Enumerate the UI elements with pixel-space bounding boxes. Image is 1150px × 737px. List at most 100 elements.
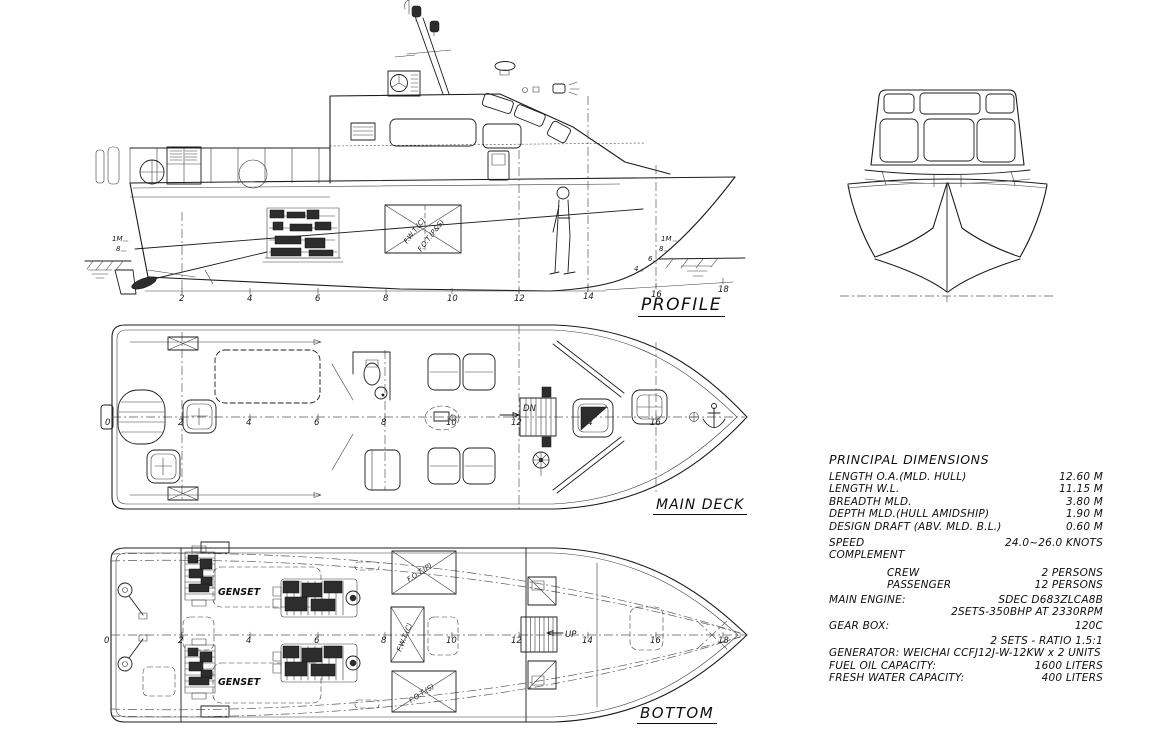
genset-stbd <box>184 638 216 700</box>
spec-row-main-engine: MAIN ENGINE:SDEC D683ZLCA8B <box>829 593 1103 606</box>
svg-text:2: 2 <box>179 294 184 304</box>
svg-text:6: 6 <box>648 255 653 263</box>
bottom-view-drawing: 0 2 4 6 8 10 12 14 16 18 <box>104 541 748 723</box>
waterline <box>84 257 746 279</box>
cabin-seats <box>427 353 496 485</box>
up-label: UP <box>565 630 577 640</box>
main-deck-drawing: 0 2 4 6 8 10 12 14 16 <box>100 324 748 510</box>
profile-station-scale: 2 4 6 8 10 12 14 16 18 <box>144 277 729 304</box>
svg-text:8: 8 <box>659 245 664 253</box>
svg-text:12: 12 <box>511 418 522 428</box>
svg-text:1M: 1M <box>661 235 672 243</box>
berth-stbd <box>527 660 557 690</box>
stern-seat <box>117 389 166 445</box>
svg-text:4: 4 <box>246 636 251 646</box>
bottom-chine-lines <box>110 552 744 718</box>
svg-text:8: 8 <box>116 245 121 253</box>
svg-text:14: 14 <box>583 292 594 302</box>
main-engine-stbd-plan <box>272 643 361 683</box>
bow-cross-mark <box>696 620 728 650</box>
svg-text:10: 10 <box>446 636 457 646</box>
wheelhouse <box>329 92 671 184</box>
engine-casing-outline <box>214 349 321 404</box>
companionway-hatch <box>572 398 614 438</box>
svg-text:6: 6 <box>314 636 320 646</box>
life-ring <box>139 159 268 189</box>
deck-hatches-aft <box>129 336 322 501</box>
spec-row-draft: DESIGN DRAFT (ABV. MLD. B.L.)0.60 M <box>829 520 1103 533</box>
profile-frame-lines <box>181 96 734 293</box>
profile-tank: F.W.T.(C) F.O.T.(P&S) <box>384 204 462 254</box>
foredeck-hatch <box>631 389 668 425</box>
svg-text:2: 2 <box>178 636 183 646</box>
spec-row-gear-ratio: 2 SETS - RATIO 1.5:1 <box>990 634 1103 647</box>
searchlight-horn <box>522 81 580 96</box>
tank-port-label: F.O.T.(P) <box>406 561 434 583</box>
svg-text:6: 6 <box>314 418 320 428</box>
roof-fan-vent <box>387 70 421 97</box>
svg-text:0: 0 <box>105 418 110 428</box>
tank-port: F.O.T.(P) <box>391 550 457 595</box>
specs-title: PRINCIPAL DIMENSIONS <box>829 452 990 467</box>
stairs-up: UP <box>520 616 577 653</box>
deck-centerline: 0 2 4 6 8 10 12 14 16 <box>105 325 745 509</box>
profile-view-drawing: F.W.T.(C) F.O.T.(P&S) 2 4 6 8 10 12 14 <box>84 0 746 304</box>
svg-text:10: 10 <box>446 418 457 428</box>
ship-wheel <box>532 451 550 477</box>
svg-text:10: 10 <box>447 294 458 304</box>
tank-center-label: F.W.T.(C) <box>395 622 414 653</box>
profile-view-label: PROFILE <box>638 295 725 317</box>
svg-text:16: 16 <box>650 418 661 428</box>
svg-text:8: 8 <box>381 636 387 646</box>
spec-row-fuel-oil: FUEL OIL CAPACITY:1600 LITERS <box>829 659 1103 672</box>
genset-port <box>184 545 216 607</box>
genset-label-port: GENSET <box>218 587 262 598</box>
svg-text:4: 4 <box>247 294 252 304</box>
principal-dimensions-table: PRINCIPAL DIMENSIONS LENGTH O.A.(MLD. HU… <box>829 452 1103 685</box>
bottom-view-label: BOTTOM <box>637 704 718 724</box>
bottom-centerline: 0 2 4 6 8 10 12 14 16 18 <box>104 631 747 646</box>
aft-deck-railing <box>95 142 646 198</box>
genset-label-stbd: GENSET <box>218 677 262 688</box>
tank-stbd-label: F.O.T.(S) <box>408 682 436 704</box>
anchor <box>688 403 726 428</box>
svg-text:6: 6 <box>315 294 321 304</box>
spec-row-length-oa: LENGTH O.A.(MLD. HULL)12.60 M <box>829 471 1103 483</box>
svg-text:8: 8 <box>383 294 389 304</box>
dn-label: DN <box>523 404 537 414</box>
draft-marks-stern: 1M 8 <box>112 235 129 253</box>
svg-text:12: 12 <box>511 636 522 646</box>
main-engine-profile <box>148 207 344 285</box>
radar-dome <box>494 61 516 76</box>
svg-text:18: 18 <box>718 285 729 295</box>
engine-room-hatch-stbd <box>146 449 181 484</box>
svg-text:14: 14 <box>582 636 593 646</box>
main-deck-view-label: MAIN DECK <box>653 497 748 515</box>
stern-davits <box>117 582 176 697</box>
helm-console <box>424 405 460 431</box>
bow-hull <box>840 178 1055 303</box>
bow-wheelhouse <box>864 89 1031 188</box>
svg-text:4: 4 <box>634 265 638 273</box>
svg-text:16: 16 <box>651 290 662 300</box>
spec-row-breadth: BREADTH MLD.3.80 M <box>829 495 1103 508</box>
crew-figure <box>549 186 576 275</box>
chain-locker-hatch <box>629 606 664 651</box>
draft-marks-bow: 1M 8 6 4 <box>634 235 678 273</box>
svg-text:4: 4 <box>246 418 251 428</box>
svg-text:18: 18 <box>718 636 729 646</box>
propeller <box>131 276 157 290</box>
bow-view-drawing <box>840 89 1055 303</box>
spec-row-generator: GENERATOR: WEICHAI CCFJ12J-W-12KW x 2 UN… <box>829 647 1101 660</box>
tank-stbd: F.O.T.(S) <box>391 670 457 713</box>
berth-port <box>527 576 557 606</box>
stairs-down: DN <box>499 386 557 448</box>
mast <box>394 0 452 95</box>
svg-text:16: 16 <box>650 636 661 646</box>
rudder <box>114 269 137 295</box>
main-engine-port-plan <box>272 578 361 618</box>
